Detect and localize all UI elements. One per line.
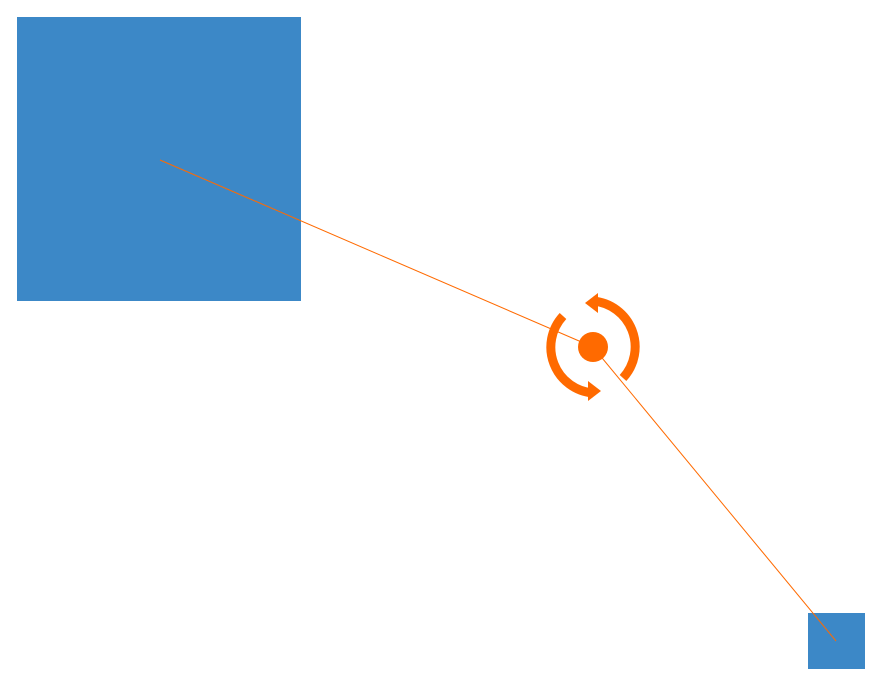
rotate-arc-top	[592, 296, 640, 382]
large-blue-square[interactable]	[17, 17, 301, 301]
connector-line-to-small-square	[592, 346, 837, 642]
small-blue-square[interactable]	[808, 613, 865, 669]
rotate-center-dot	[578, 332, 608, 362]
rotate-handle-icon[interactable]	[546, 293, 640, 401]
rotate-arc-bottom	[546, 312, 594, 398]
rotate-arrow-top	[585, 293, 598, 313]
rotate-arrow-bottom	[588, 381, 601, 401]
